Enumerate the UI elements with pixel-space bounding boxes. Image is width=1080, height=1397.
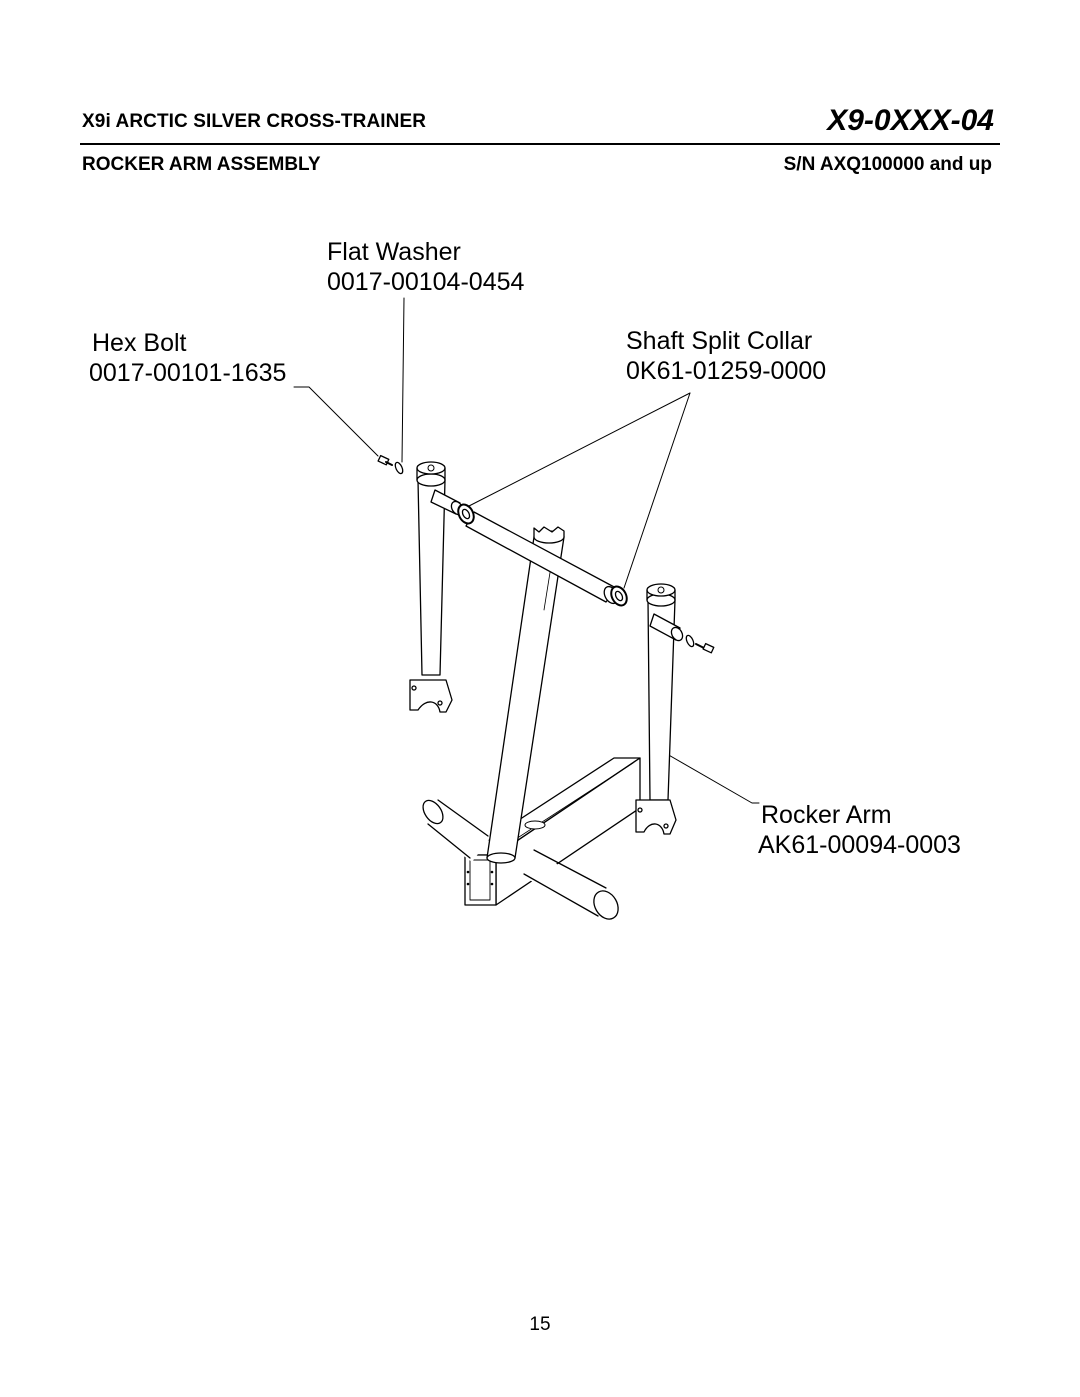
callout-rocker-arm: Rocker Arm AK61-00094-0003 xyxy=(758,800,961,860)
page-number: 15 xyxy=(529,1314,551,1335)
model-number: X9-0XXX-04 xyxy=(827,104,994,137)
callout-hex-bolt: Hex Bolt 0017-00101-1635 xyxy=(89,328,287,388)
callout-shaft-split-collar: Shaft Split Collar 0K61-01259-0000 xyxy=(626,326,826,386)
base-cross-tube xyxy=(422,799,619,920)
section-title: ROCKER ARM ASSEMBLY xyxy=(82,154,321,175)
center-post xyxy=(486,526,565,864)
hardware xyxy=(377,454,715,654)
callout-hex-bolt-name: Hex Bolt xyxy=(92,329,187,357)
callout-flat-washer-name: Flat Washer xyxy=(327,238,461,266)
callout-shaft-split-collar-name: Shaft Split Collar xyxy=(626,327,813,355)
callout-hex-bolt-part: 0017-00101-1635 xyxy=(89,359,287,387)
shaft-split-collars xyxy=(457,503,628,607)
leader-collar-right xyxy=(623,392,691,589)
leader-flat-washer xyxy=(401,297,405,463)
callout-shaft-split-collar-part: 0K61-01259-0000 xyxy=(626,357,827,385)
callout-rocker-arm-part: AK61-00094-0003 xyxy=(758,831,961,859)
header-divider xyxy=(80,143,1000,145)
left-rocker-arm xyxy=(409,461,464,713)
document-title: X9i ARCTIC SILVER CROSS-TRAINER xyxy=(82,111,427,132)
leader-hex-bolt xyxy=(293,386,379,457)
callout-flat-washer-part: 0017-00104-0454 xyxy=(327,268,525,296)
leader-lines xyxy=(293,297,760,804)
right-rocker-arm xyxy=(635,583,684,835)
callout-flat-washer: Flat Washer 0017-00104-0454 xyxy=(327,237,524,297)
leader-rocker-arm xyxy=(659,749,760,804)
leader-collar-left xyxy=(468,392,691,507)
callout-rocker-arm-name: Rocker Arm xyxy=(761,801,892,829)
serial-range: S/N AXQ100000 and up xyxy=(783,154,992,175)
